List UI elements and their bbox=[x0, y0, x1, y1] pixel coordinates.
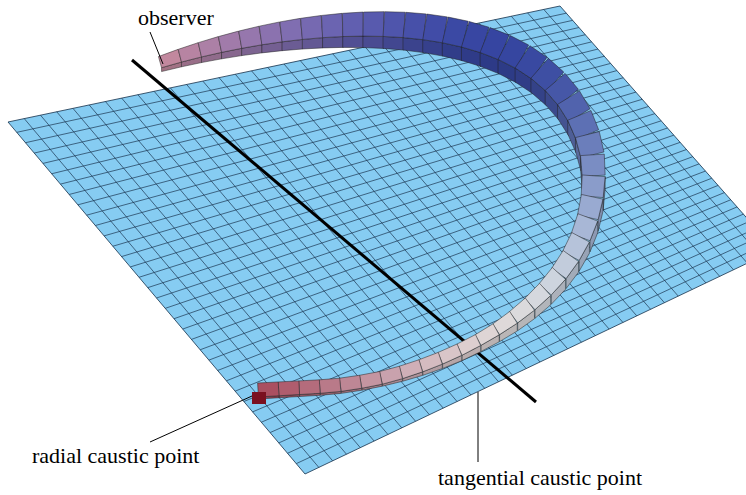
plane bbox=[8, 6, 746, 474]
tube-end bbox=[252, 392, 266, 404]
leader-line bbox=[150, 32, 163, 64]
leader-line bbox=[150, 396, 252, 442]
annotation-label: radial caustic point bbox=[30, 444, 201, 468]
plane-grid bbox=[17, 9, 746, 467]
leader-line bbox=[478, 392, 479, 462]
optical-axis bbox=[132, 60, 536, 402]
caustic-tube bbox=[158, 12, 605, 399]
annotation-label: observer bbox=[136, 6, 216, 30]
annotation-label: tangential caustic point bbox=[436, 466, 644, 490]
